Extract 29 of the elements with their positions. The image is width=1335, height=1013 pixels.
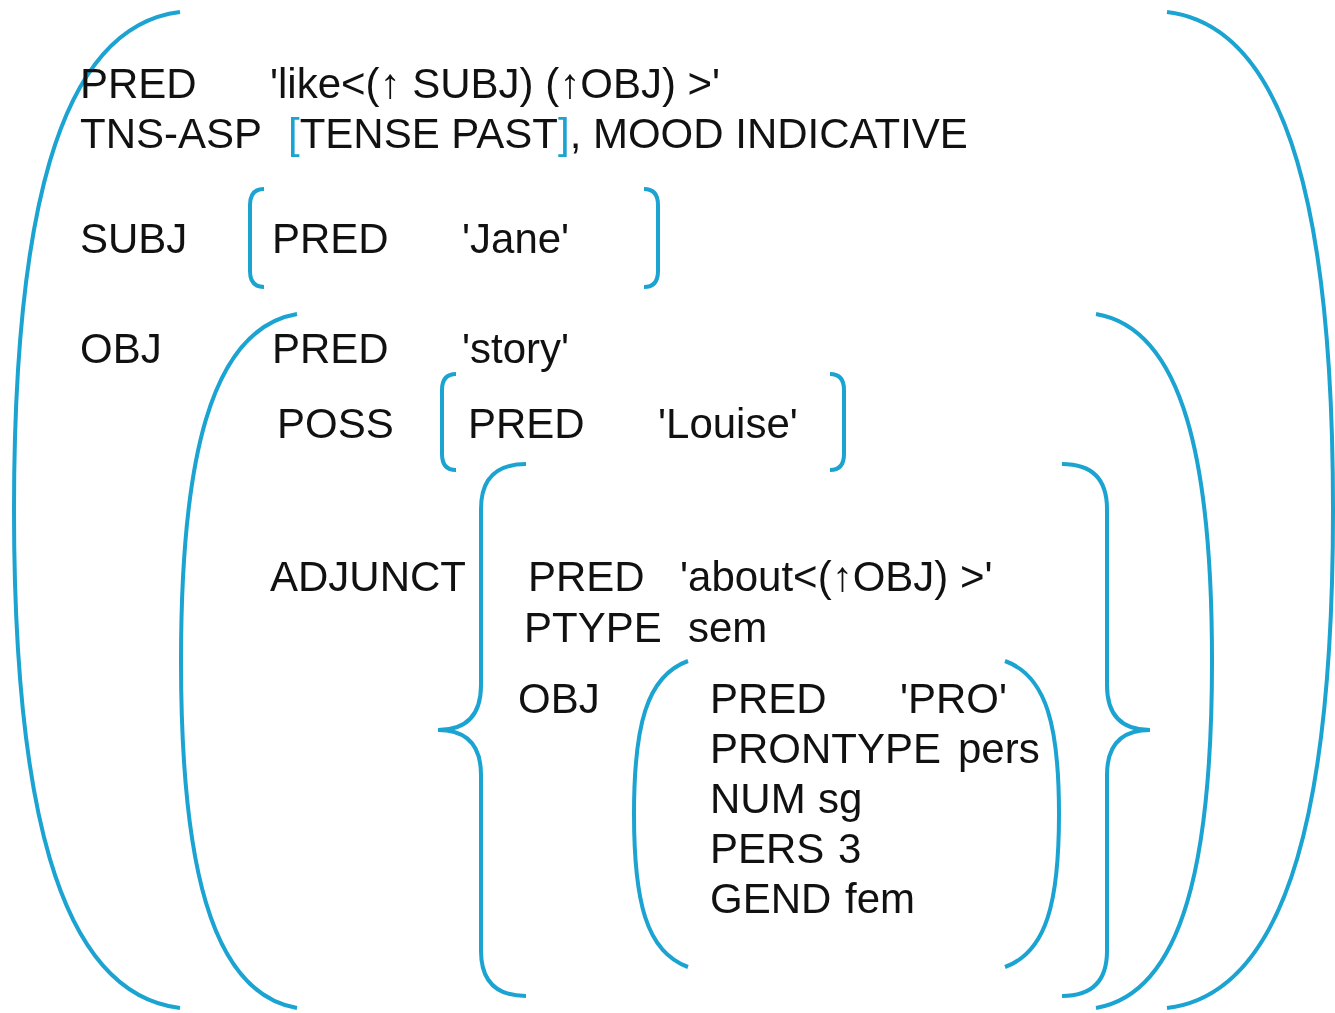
attribute-value: 'about<(↑OBJ) >' — [680, 553, 993, 602]
attribute-value: 'PRO' — [900, 675, 1008, 724]
attribute-name: OBJ — [518, 675, 600, 724]
attribute-value: 3 — [838, 825, 862, 874]
attribute-name: TNS-ASP — [80, 110, 263, 159]
attribute-value: fem — [845, 875, 915, 924]
attribute-name: GEND — [710, 875, 832, 924]
attribute-name: PRED — [468, 400, 585, 449]
attribute-value: pers — [958, 725, 1040, 774]
attribute-value: 'story' — [462, 325, 570, 374]
attribute-name: NUM — [710, 775, 806, 824]
attribute-name: PRED — [272, 325, 389, 374]
attribute-name: ADJUNCT — [270, 553, 466, 602]
attribute-value: [TENSE PAST], MOOD INDICATIVE — [288, 110, 968, 159]
attribute-value: 'like<(↑ SUBJ) (↑OBJ) >' — [270, 60, 721, 109]
attribute-value: sg — [818, 775, 863, 824]
attribute-name: PRED — [272, 215, 389, 264]
attribute-name: PERS — [710, 825, 825, 874]
attribute-name: PRONTYPE — [710, 725, 942, 774]
attribute-name: PTYPE — [524, 604, 662, 653]
attribute-name: SUBJ — [80, 215, 188, 264]
attribute-name: OBJ — [80, 325, 162, 374]
attribute-value: 'Louise' — [658, 400, 798, 449]
attribute-name: PRED — [710, 675, 827, 724]
attribute-value: sem — [688, 604, 768, 653]
attribute-name: PRED — [528, 553, 645, 602]
attribute-name: PRED — [80, 60, 197, 109]
attribute-name: POSS — [277, 400, 394, 449]
attribute-value: 'Jane' — [462, 215, 570, 264]
